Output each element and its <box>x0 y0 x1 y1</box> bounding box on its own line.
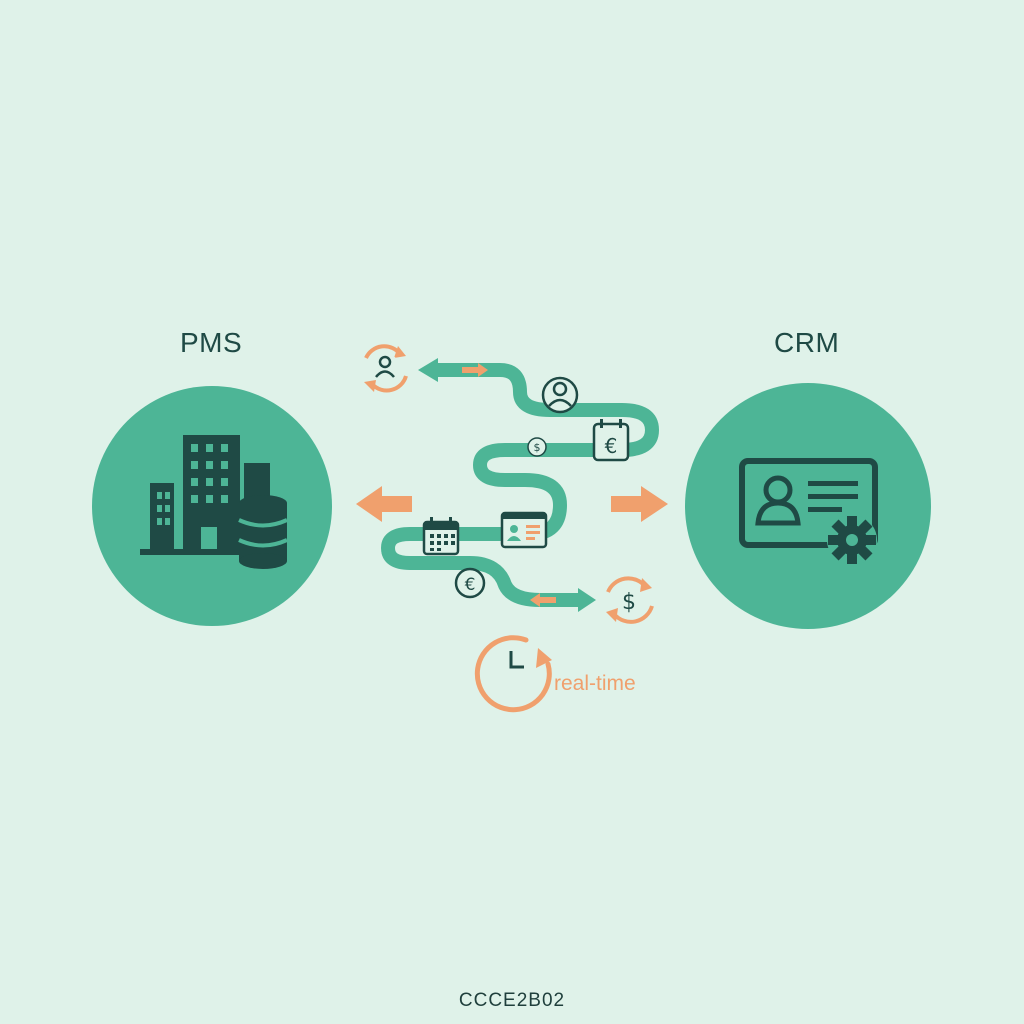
euro-calendar-icon: € <box>592 419 630 462</box>
arrow-to-crm-icon <box>611 486 668 522</box>
guest-window-icon <box>500 511 548 549</box>
path-arrowhead-right <box>578 588 596 612</box>
dollar-coin-small-icon: $ <box>527 437 547 457</box>
footer-code: CCCE2B02 <box>458 990 566 1011</box>
clock-sync-icon <box>474 635 552 713</box>
guest-profile-icon <box>541 376 579 414</box>
building-database-icon <box>140 435 288 569</box>
profile-card-gear-icon <box>739 458 878 565</box>
sync-path <box>381 363 659 607</box>
path-arrowhead-left <box>418 358 438 382</box>
small-arrow-top-icon <box>462 363 488 377</box>
euro-coin-symbol: € <box>465 575 476 595</box>
euro-calendar-symbol: € <box>605 434 618 458</box>
calendar-icon <box>422 517 460 556</box>
pms-title: PMS <box>180 327 243 358</box>
crm-title: CRM <box>774 327 840 358</box>
crm-node-circle <box>685 383 931 629</box>
realtime-label: real-time <box>554 672 636 695</box>
euro-coin-icon: € <box>454 567 486 599</box>
dollar-sync-icon: $ <box>606 576 654 624</box>
dollar-coin-small-symbol: $ <box>534 441 541 454</box>
dollar-sync-symbol: $ <box>622 590 636 615</box>
guest-sync-icon <box>364 344 408 393</box>
small-arrow-bottom-icon <box>530 593 556 607</box>
arrow-to-pms-icon <box>356 486 412 522</box>
